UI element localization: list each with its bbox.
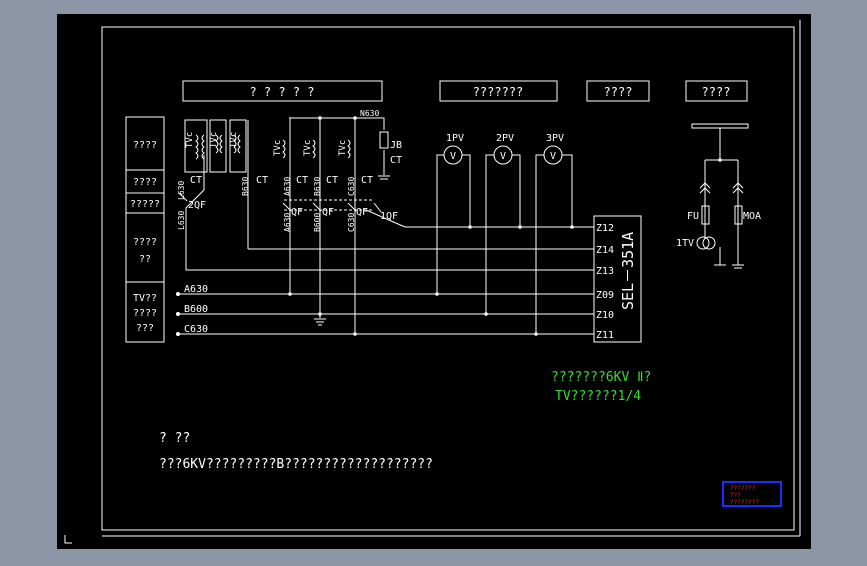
ct-label-5: CT bbox=[361, 175, 373, 186]
tv-coils bbox=[184, 119, 351, 173]
bus-label-c: C630 bbox=[184, 324, 208, 335]
ct-label-4: CT bbox=[326, 175, 338, 186]
header-text-meters: ??????? bbox=[473, 85, 524, 99]
meter-3pv-circle bbox=[543, 145, 563, 165]
n630-label: N630 bbox=[360, 109, 379, 118]
side-label-6: TV?? bbox=[133, 293, 157, 304]
side-label-5: ?? bbox=[139, 254, 151, 265]
wire-label-b630b: B630 bbox=[313, 177, 322, 196]
header-text-right: ???? bbox=[702, 85, 731, 99]
switch-symbols bbox=[178, 131, 389, 213]
wire-label-b600: B600 bbox=[313, 213, 322, 232]
relay-terminal-3: Z13 bbox=[596, 266, 614, 277]
note-heading: ? ?? bbox=[159, 431, 190, 446]
qf1-label: 1QF bbox=[380, 211, 398, 222]
stamp-line-1: ??????? bbox=[730, 485, 756, 492]
header-boxes bbox=[182, 80, 748, 102]
qf-label-2: QF bbox=[322, 207, 334, 218]
wire-label-a630b: A630 bbox=[283, 213, 292, 232]
tv-label-2: TVc bbox=[209, 132, 219, 148]
stamp-line-3: ???????? bbox=[730, 499, 759, 506]
relay-model: SEL－351A bbox=[619, 232, 637, 310]
relay-terminal-1: Z12 bbox=[596, 223, 614, 234]
paper bbox=[57, 14, 811, 549]
side-label-2: ???? bbox=[133, 177, 157, 188]
tv-label-3: TVc bbox=[229, 132, 239, 148]
outer-frame bbox=[101, 26, 795, 531]
header-text-relay: ???? bbox=[604, 85, 633, 99]
junction-dots bbox=[176, 116, 574, 336]
right-junction bbox=[718, 158, 722, 162]
bus-label-a: A630 bbox=[184, 284, 208, 295]
voltmeters bbox=[443, 145, 563, 165]
side-label-3: ????? bbox=[130, 199, 160, 210]
relay-box bbox=[593, 215, 642, 343]
right-section-lines bbox=[691, 123, 749, 269]
meter-3pv-v: V bbox=[550, 151, 556, 162]
relay-terminal-2: Z14 bbox=[596, 245, 614, 256]
relay-terminal-4: Z09 bbox=[596, 290, 614, 301]
ct-label-3: CT bbox=[296, 175, 308, 186]
header-box-right bbox=[685, 80, 748, 102]
wire-label-b630: B630 bbox=[241, 177, 250, 196]
side-label-7: ???? bbox=[133, 308, 157, 319]
meter-1pv-v: V bbox=[450, 151, 456, 162]
qf-label-3: QF bbox=[356, 207, 368, 218]
note-body: ???6KV?????????B??????????????????? bbox=[159, 457, 433, 472]
stamp-line-2: ??? bbox=[730, 492, 741, 499]
wiring bbox=[178, 117, 594, 335]
tv-label-1: TVc bbox=[185, 132, 195, 148]
wire-label-l630: L630 bbox=[177, 181, 186, 200]
header-box-main bbox=[182, 80, 383, 102]
meter-3pv-label: 3PV bbox=[546, 133, 564, 144]
header-box-relay bbox=[586, 80, 650, 102]
ct-label-6: CT bbox=[390, 155, 402, 166]
green-note-2: TV??????1/4 bbox=[555, 389, 641, 404]
wire-label-l630b: L630 bbox=[177, 211, 186, 230]
fu-label: FU bbox=[687, 211, 699, 222]
qf2-label: 2QF bbox=[188, 200, 206, 211]
meter-1pv-label: 1PV bbox=[446, 133, 464, 144]
tv-label-4: TVc bbox=[273, 140, 283, 156]
stamp: ??????? ??? ???????? bbox=[722, 481, 782, 507]
relay-terminal-6: Z11 bbox=[596, 330, 614, 341]
moa-label: MOA bbox=[743, 211, 761, 222]
tv-label-6: TVc bbox=[338, 140, 348, 156]
tv-label-5: TVc bbox=[303, 140, 313, 156]
side-label-4: ???? bbox=[133, 237, 157, 248]
side-label-1: ???? bbox=[133, 140, 157, 151]
ct-label-2: CT bbox=[256, 175, 268, 186]
ground-symbols bbox=[314, 175, 390, 326]
wire-label-c630b: C630 bbox=[347, 213, 356, 232]
side-label-8: ??? bbox=[136, 323, 154, 334]
meter-2pv-v: V bbox=[500, 151, 506, 162]
header-text-main: ? ? ? ? ? bbox=[249, 85, 314, 99]
meter-2pv-label: 2PV bbox=[496, 133, 514, 144]
header-box-meters bbox=[439, 80, 558, 102]
relay-terminal-5: Z10 bbox=[596, 310, 614, 321]
tv1-label: 1TV bbox=[676, 238, 694, 249]
meter-1pv-circle bbox=[443, 145, 463, 165]
qf-label-1: QF bbox=[291, 207, 303, 218]
wire-label-c630: C630 bbox=[347, 177, 356, 196]
jb-label: JB bbox=[390, 140, 402, 151]
meter-2pv-circle bbox=[493, 145, 513, 165]
bus-label-b: B600 bbox=[184, 304, 208, 315]
ucs-icon bbox=[64, 535, 72, 544]
green-note-1: ???????6KV Ⅱ? bbox=[551, 370, 651, 385]
ct-label-1: CT bbox=[190, 175, 202, 186]
side-table bbox=[125, 116, 165, 343]
wire-label-a630: A630 bbox=[283, 177, 292, 196]
